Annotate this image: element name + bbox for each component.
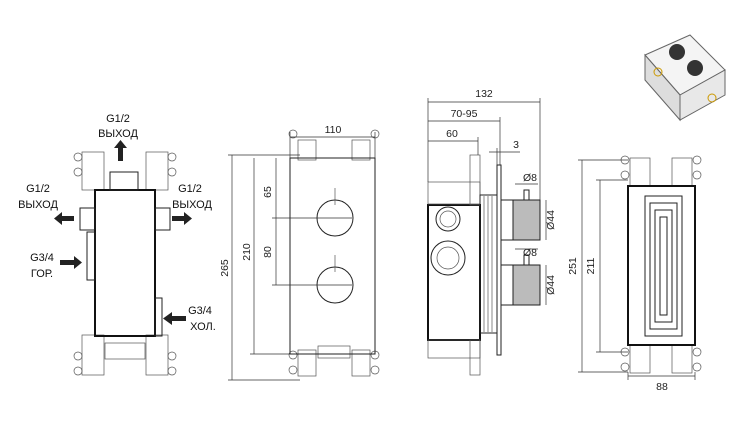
top-outlet-label: ВЫХОД — [98, 128, 138, 140]
valve-body — [94, 189, 156, 337]
connection-view: G1/2 ВЫХОД G1/2 ВЫХОД G1/2 ВЫХОД G3/4 ГО… — [18, 113, 216, 376]
dim-side-knob-2: Ø44 — [545, 275, 557, 295]
dim-side-stem-2: Ø8 — [523, 247, 537, 259]
dim-front-total-height: 265 — [219, 259, 231, 277]
hot-inlet-label: ГОР. — [31, 268, 53, 280]
knob-side-bottom — [512, 264, 541, 306]
mounting-brackets — [73, 151, 177, 376]
hot-inlet-size: G3/4 — [30, 252, 54, 264]
side-plate — [496, 164, 502, 356]
dim-side-plate-thickness: 3 — [513, 139, 519, 151]
dim-side-body-depth: 60 — [446, 128, 458, 140]
dim-side-depth-range: 70-95 — [451, 108, 478, 120]
dim-front-width: 110 — [325, 124, 342, 136]
arrow-icons — [54, 140, 192, 325]
dim-side-stem-1: Ø8 — [523, 172, 537, 184]
product-thumbnail — [644, 34, 726, 122]
dim-back-width: 88 — [656, 381, 668, 393]
cover-plate — [289, 157, 376, 355]
left-outlet-size: G1/2 — [26, 183, 50, 195]
dim-back-inner-height: 211 — [585, 257, 597, 274]
front-view: 110 265 210 65 80 — [219, 124, 380, 381]
left-outlet-label: ВЫХОД — [18, 199, 58, 211]
knob-side-top — [512, 199, 541, 241]
dim-side-depth-total: 132 — [475, 88, 493, 100]
dim-back-outer-height: 251 — [567, 257, 579, 275]
right-outlet-label: ВЫХОД — [172, 199, 212, 211]
side-view: 132 70-95 60 3 Ø8 Ø44 Ø8 Ø44 — [427, 88, 557, 376]
back-view: 251 211 88 — [567, 155, 702, 393]
back-box — [627, 185, 696, 346]
right-outlet-size: G1/2 — [178, 183, 202, 195]
dim-side-knob-1: Ø44 — [545, 210, 557, 230]
dim-front-knob-spacing: 80 — [262, 246, 274, 258]
top-outlet-size: G1/2 — [106, 113, 130, 125]
cold-inlet-label: ХОЛ. — [190, 321, 216, 333]
dim-front-top-offset: 65 — [262, 186, 274, 198]
cold-inlet-size: G3/4 — [188, 305, 212, 317]
top-nut — [109, 171, 139, 191]
dim-front-plate-height: 210 — [241, 243, 253, 261]
side-body — [427, 204, 481, 341]
